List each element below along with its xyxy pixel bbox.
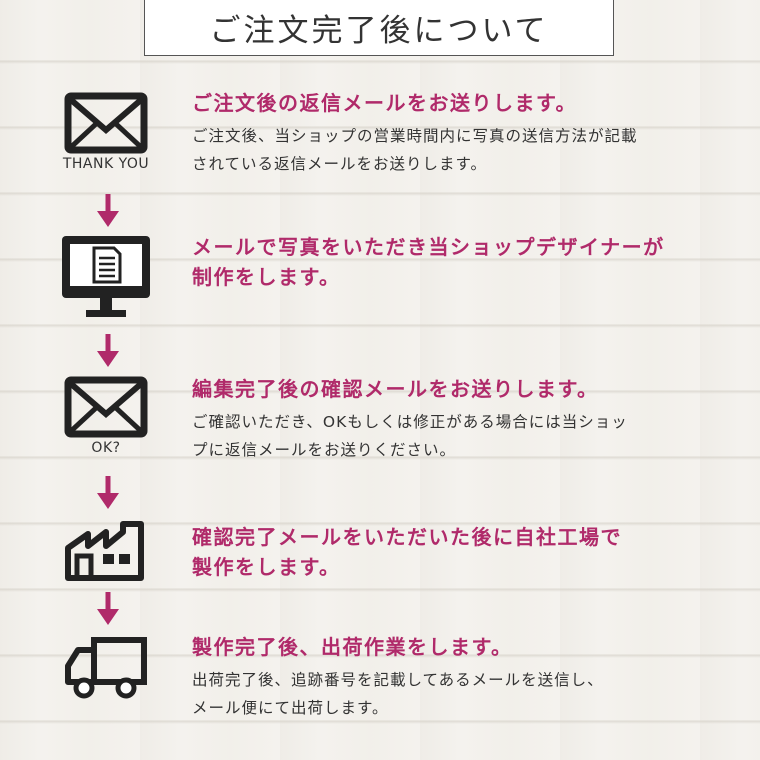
page-title: ご注文完了後について xyxy=(209,12,549,49)
down-arrow-icon xyxy=(97,334,119,367)
step-2-heading-line1: メールで写真をいただき当ショップデザイナーが xyxy=(192,235,665,259)
step-5-desc-line2: メール便にて出荷します。 xyxy=(192,699,389,717)
envelope-icon xyxy=(64,376,148,438)
step-1-desc-line1: ご注文後、当ショップの営業時間内に写真の送信方法が記載 xyxy=(192,127,638,145)
factory-icon xyxy=(65,521,144,581)
step-3-icon-wrap: OK? xyxy=(58,376,154,456)
step-3-heading: 編集完了後の確認メールをお送りします。 xyxy=(192,377,599,401)
down-arrow-icon xyxy=(97,592,119,625)
step-3-desc-line1: ご確認いただき、OKもしくは修正がある場合には当ショッ xyxy=(192,413,628,431)
step-1-heading: ご注文後の返信メールをお送りします。 xyxy=(192,91,577,115)
step-2-heading-line2: 制作をします。 xyxy=(192,265,341,289)
step-1-desc-line2: されている返信メールをお送りします。 xyxy=(192,155,487,173)
step-3-caption: OK? xyxy=(91,440,121,456)
step-5-heading: 製作完了後、出荷作業をします。 xyxy=(192,635,513,659)
title-box: ご注文完了後について xyxy=(144,0,614,56)
step-5-desc-line1: 出荷完了後、追跡番号を記載してあるメールを送信し、 xyxy=(192,671,604,689)
step-1-icon-wrap: THANK YOU xyxy=(58,92,154,172)
envelope-icon xyxy=(64,92,148,154)
step-1-caption: THANK YOU xyxy=(62,156,150,172)
monitor-document-icon xyxy=(62,236,150,317)
step-5-icon-wrap xyxy=(58,636,154,702)
truck-icon xyxy=(65,637,147,699)
down-arrow-icon xyxy=(97,194,119,227)
step-4-heading-line1: 確認完了メールをいただいた後に自社工場で xyxy=(192,525,622,549)
step-3-desc-line2: プに返信メールをお送りください。 xyxy=(192,441,457,459)
down-arrow-icon xyxy=(97,476,119,509)
step-4-icon-wrap xyxy=(58,520,154,582)
step-4-heading-line2: 製作をします。 xyxy=(192,555,341,579)
step-2-icon-wrap xyxy=(58,232,154,322)
